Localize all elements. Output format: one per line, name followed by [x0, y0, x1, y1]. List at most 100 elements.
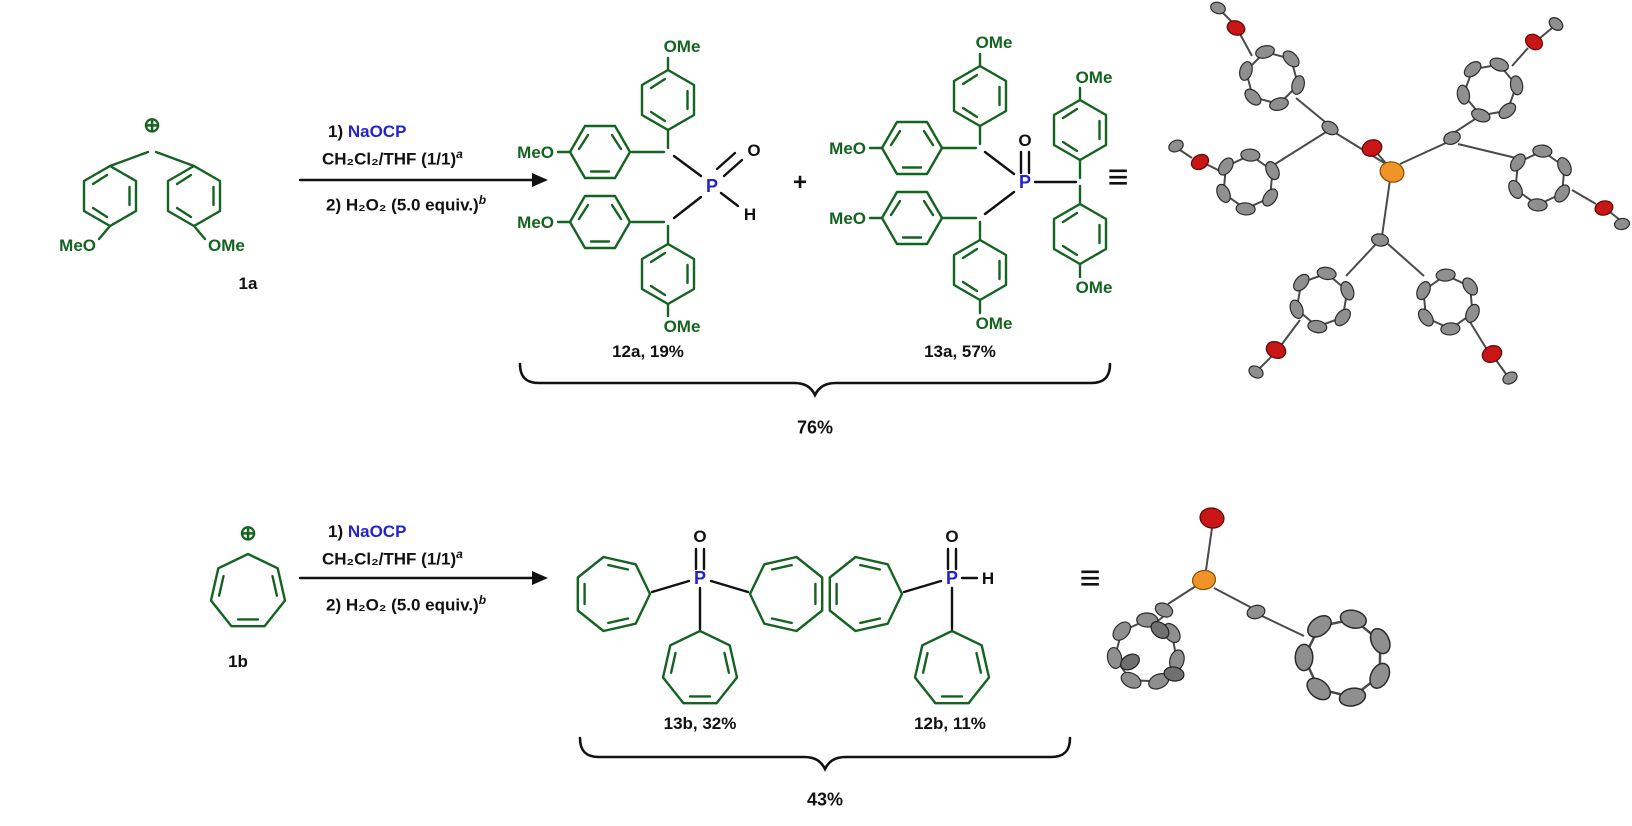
combined-yield-top: 76%	[796, 417, 834, 438]
P-O-double-bond	[946, 547, 958, 571]
ome-label: OMe	[664, 317, 701, 336]
step1-prefix: 1)	[328, 522, 348, 541]
ortep-phosphorus	[1191, 569, 1217, 591]
ortep-carbon	[1443, 131, 1461, 145]
benzene-ring	[568, 194, 632, 250]
cycloheptatriene-ring	[748, 555, 824, 633]
cycloheptatriene-ring	[576, 555, 652, 633]
conditions-bottom-step2: CH₂Cl₂/THF (1/1)a	[322, 546, 463, 570]
P-O-double-bond	[715, 151, 744, 178]
identical-to-icon: ≡	[1107, 156, 1129, 197]
ortep-ring	[1230, 36, 1314, 120]
benzene-ring	[880, 120, 944, 176]
ortep-carbon	[1154, 602, 1174, 618]
label-13a: 13a, 57%	[924, 342, 996, 361]
step1-reagent: NaOCP	[347, 122, 407, 141]
structure-1a: ⊕ MeO OMe	[59, 114, 245, 255]
step3-formula: 2) H₂O₂ (5.0 equiv.)	[326, 595, 479, 615]
oxygen-label: O	[693, 527, 706, 546]
structure-12b: P O H	[828, 527, 994, 705]
bonds-to-P	[672, 154, 740, 220]
structure-1b: ⊕	[209, 522, 287, 628]
tropylium-ring	[209, 552, 287, 628]
cycloheptatriene-ring	[913, 629, 991, 705]
conditions-top-step1: 1) NaOCP	[328, 122, 406, 142]
bonds	[97, 150, 207, 241]
step2-formula: CH₂Cl₂/THF (1/1)	[322, 549, 457, 569]
meo-label: MeO	[517, 143, 554, 162]
footnote-b: b	[478, 593, 487, 607]
ortep-oxygen	[1226, 20, 1246, 36]
footnote-a: a	[456, 547, 463, 561]
ortep-carbon	[1321, 120, 1339, 136]
structure-13b: P O	[576, 527, 824, 705]
label-1a: 1a	[238, 274, 258, 293]
label-12a: 12a, 19%	[612, 342, 684, 361]
arrowhead-icon	[532, 571, 548, 585]
ortep-ring	[1276, 590, 1411, 726]
benzene-ring	[82, 164, 138, 228]
ome-label: OMe	[976, 33, 1013, 52]
benzene-ring	[880, 190, 944, 246]
footnote-b: b	[478, 193, 487, 207]
meo-label: MeO	[517, 213, 554, 232]
plus-sign: +	[792, 169, 808, 196]
conditions-top-step3: 2) H₂O₂ (5.0 equiv.)b	[326, 192, 486, 216]
ome-label: OMe	[208, 236, 245, 255]
meo-label: MeO	[829, 139, 866, 158]
conditions-bottom-step3: 2) H₂O₂ (5.0 equiv.)b	[326, 592, 486, 616]
step3-formula: 2) H₂O₂ (5.0 equiv.)	[326, 195, 479, 215]
ortep-methyl	[1210, 1, 1226, 15]
benzene-ring	[568, 124, 632, 180]
bonds-to-P	[983, 150, 1078, 216]
step1-reagent: NaOCP	[347, 522, 407, 541]
benzene-ring	[640, 68, 696, 132]
ortep-oxygen	[1525, 33, 1543, 51]
ortep-methyl	[1613, 217, 1631, 231]
benzene-ring	[952, 238, 1008, 302]
ortep-oxygen	[1481, 345, 1503, 363]
ortep-ring	[1202, 136, 1294, 228]
bonds-to-P	[650, 579, 750, 631]
benzene-ring	[166, 164, 222, 228]
benzene-ring	[1052, 202, 1108, 266]
ortep-ring	[1492, 130, 1588, 226]
ortep-oxygen	[1594, 200, 1614, 216]
reaction-arrow-bottom	[298, 571, 548, 585]
cycloheptatriene-ring	[661, 629, 739, 705]
charge-plus-icon: ⊕	[143, 114, 161, 137]
oxygen-label: O	[747, 141, 760, 160]
ortep-oxygen	[1190, 153, 1210, 171]
P-O-double-bond	[694, 547, 706, 571]
hydrogen-label: H	[982, 569, 994, 588]
ortep-carbon	[1120, 653, 1140, 671]
step2-formula: CH₂Cl₂/THF (1/1)	[322, 149, 457, 169]
conditions-top-step2: CH₂Cl₂/THF (1/1)a	[322, 146, 463, 170]
step1-prefix: 1)	[328, 122, 348, 141]
cycloheptatriene-ring	[828, 555, 904, 633]
bonds	[868, 52, 1082, 315]
phosphorus-label: P	[706, 176, 718, 196]
ortep-ring	[1450, 50, 1530, 130]
ortep-phosphorus	[1379, 161, 1405, 183]
conditions-bottom-step1: 1) NaOCP	[328, 522, 406, 542]
oxygen-label: O	[1018, 131, 1031, 150]
ortep-methyl	[1502, 371, 1518, 385]
benzene-ring	[640, 242, 696, 306]
ortep-carbon	[1150, 621, 1170, 639]
ortep-methyl	[1548, 16, 1564, 32]
meo-label: MeO	[829, 209, 866, 228]
ortep-oxygen	[1361, 139, 1383, 157]
benzene-ring	[1052, 98, 1108, 162]
label-13b: 13b, 32%	[663, 714, 737, 733]
ortep-methyl	[1168, 139, 1184, 153]
ortep-oxygen	[1265, 341, 1287, 359]
ortep-carbon	[1163, 666, 1185, 682]
label-12b: 12b, 11%	[914, 714, 986, 733]
phosphorus-label: P	[694, 568, 706, 588]
meo-label: MeO	[59, 236, 96, 255]
hydrogen-label: H	[744, 205, 756, 224]
ome-label: OMe	[1076, 278, 1113, 297]
